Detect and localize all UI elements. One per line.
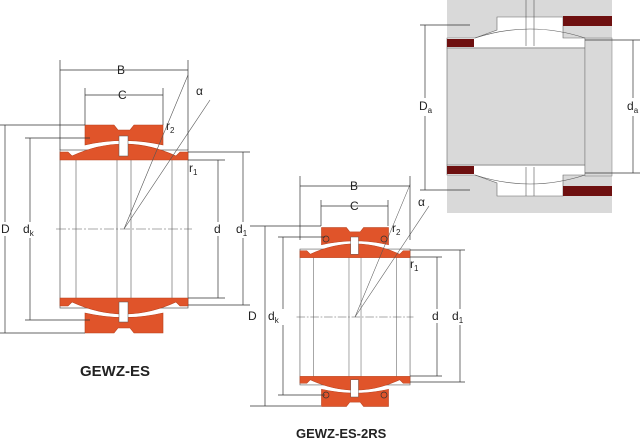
bearing-gewz-es: B C α r2 r1 D dk d d1 GEWZ-ES xyxy=(0,60,251,380)
dim-d1-label: d1 xyxy=(236,222,248,238)
dim-r2-label: r2 xyxy=(166,119,175,135)
caption-gewz-es-2rs: GEWZ-ES-2RS xyxy=(296,426,387,440)
dim-dk-label: dk xyxy=(23,222,35,238)
dim-D-label: D xyxy=(1,222,10,236)
dim-d-label: d xyxy=(432,309,439,323)
bearing-gewz-es-2rs: B C α r2 r1 D dk d d1 GEWZ-ES-2RS xyxy=(247,176,467,440)
dim-alpha-label: α xyxy=(196,84,203,98)
dim-D-label: D xyxy=(248,309,257,323)
dim-da-label: da xyxy=(627,99,639,115)
mounting-diagram: Da da xyxy=(418,0,640,213)
dim-r1-label: r1 xyxy=(189,161,198,177)
dim-r1-label: r1 xyxy=(410,257,419,273)
dim-Da-label: Da xyxy=(419,99,433,115)
dim-alpha-label: α xyxy=(418,195,425,209)
dim-B-label: B xyxy=(117,63,125,77)
dim-d1-label: d1 xyxy=(452,309,464,325)
dim-B-label: B xyxy=(350,179,358,193)
caption-gewz-es: GEWZ-ES xyxy=(80,363,150,380)
dim-C-label: C xyxy=(118,88,127,102)
dim-dk-label: dk xyxy=(268,309,280,325)
dim-d-label: d xyxy=(214,222,221,236)
dim-r2-label: r2 xyxy=(392,221,401,237)
dim-C-label: C xyxy=(350,199,359,213)
